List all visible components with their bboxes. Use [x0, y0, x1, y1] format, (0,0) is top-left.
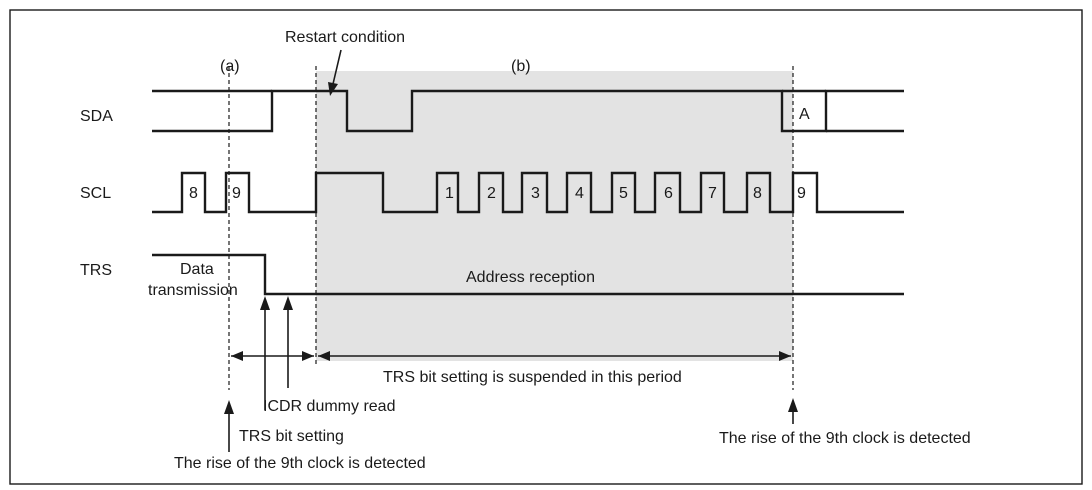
scl-pulse-label: 8 [189, 185, 198, 202]
trs-data-label-line1: Data [180, 261, 214, 278]
signal-label-trs: TRS [80, 262, 112, 279]
trs-bit-setting-label: TRS bit setting [239, 428, 344, 445]
scl-waveform [152, 171, 904, 214]
scl-pulse-label: 3 [531, 185, 540, 202]
scl-pulse-label: 5 [619, 185, 628, 202]
trs-data-label-line2: transmission [148, 282, 238, 299]
restart-arrow-line [332, 49, 342, 85]
trs-bit-setting-arrow-head [260, 296, 270, 310]
right-9th-rise-label: The rise of the 9th clock is detected [719, 430, 971, 447]
left-9th-rise-label: The rise of the 9th clock is detected [174, 455, 426, 472]
left-9th-rise-arrow-head [224, 400, 234, 414]
trs-waveform [152, 253, 904, 296]
scl-pulse-label: 6 [664, 185, 673, 202]
icdr-dummy-read-label: ICDR dummy read [263, 398, 395, 415]
period-b-arrow-right [779, 351, 791, 361]
scl-pulse-label: 2 [487, 185, 496, 202]
right-9th-rise-arrow-head [788, 398, 798, 412]
restart-arrow-head [328, 82, 338, 96]
icdr-dummy-read-arrow-head [283, 296, 293, 310]
region-label-a: (a) [220, 58, 240, 75]
sda-ack-label: A [799, 106, 810, 123]
scl-pulse-label: 9 [232, 185, 241, 202]
restart-condition-label: Restart condition [285, 29, 405, 46]
period-suspended-label: TRS bit setting is suspended in this per… [383, 369, 682, 386]
scl-pulse-label: 9 [797, 185, 806, 202]
signal-label-sda: SDA [80, 108, 113, 125]
trs-address-reception-label: Address reception [466, 269, 595, 286]
period-a-arrow-right [302, 351, 314, 361]
sda-waveform [152, 89, 904, 133]
scl-pulse-label: 8 [753, 185, 762, 202]
period-b-arrow-left [318, 351, 330, 361]
signal-label-scl: SCL [80, 185, 111, 202]
scl-pulse-label: 1 [445, 185, 454, 202]
shaded-period-b [316, 71, 793, 361]
period-a-arrow-left [231, 351, 243, 361]
region-label-b: (b) [511, 58, 531, 75]
scl-pulse-label: 4 [575, 185, 584, 202]
diagram-frame [9, 9, 1083, 485]
scl-pulse-label: 7 [708, 185, 717, 202]
